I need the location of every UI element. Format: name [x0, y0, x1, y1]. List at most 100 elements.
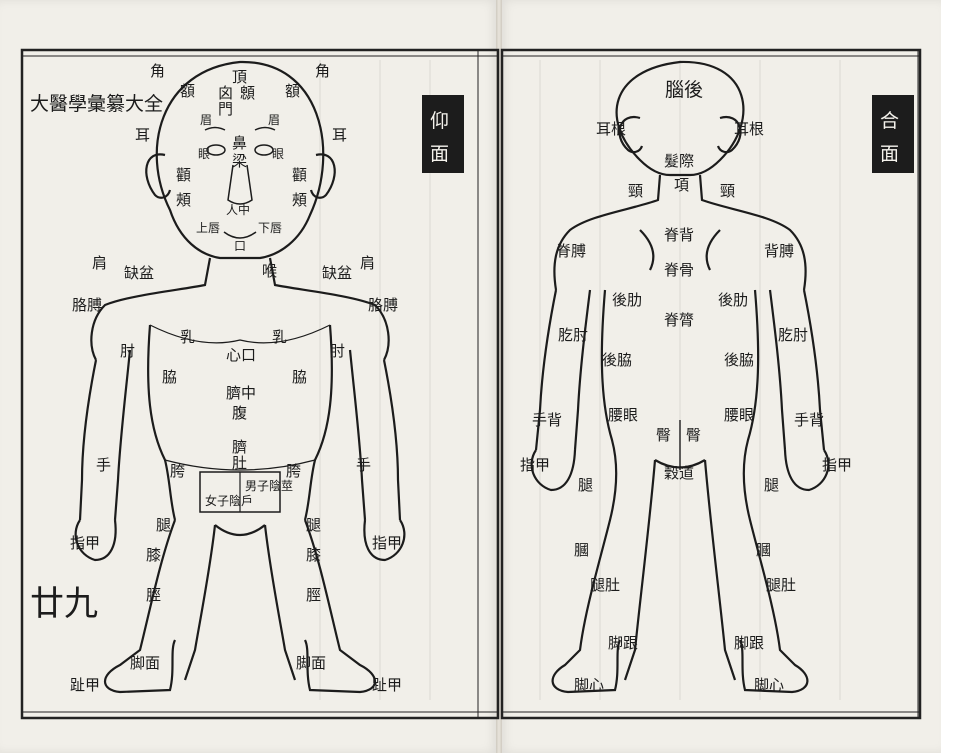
label-spine-bone: 脊骨: [664, 261, 694, 279]
front-view-title: 仰 面: [422, 95, 464, 173]
label-eye-left: 眼: [198, 147, 210, 161]
label-fingernail-back-left: 指甲: [520, 456, 550, 474]
label-philtrum: 人中: [226, 202, 250, 217]
label-sole-right: 脚心: [754, 676, 784, 694]
label-corner-left: 角: [150, 62, 165, 80]
svg-text:仰: 仰: [430, 110, 449, 132]
label-eye-right: 眼: [272, 147, 284, 161]
label-cheek-left: 頰: [176, 191, 191, 209]
label-hairline: 髮際: [664, 152, 694, 170]
label-neck-left: 頸: [628, 182, 643, 200]
label-back-flank-right: 後脇: [724, 351, 754, 369]
label-heel-right: 脚跟: [734, 634, 764, 652]
label-buttock-left: 臀: [656, 426, 671, 444]
label-fingernail-left: 指甲: [70, 534, 100, 552]
label-abdomen: 腹: [232, 404, 247, 422]
label-brow-left: 眉: [200, 113, 212, 127]
label-toenail-right: 趾甲: [372, 676, 402, 694]
back-view-title: 合 面: [872, 95, 914, 173]
label-leg-back-left: 腿: [578, 476, 593, 494]
label-elbow-right: 肘: [330, 342, 345, 360]
label-anus: 穀道: [664, 464, 694, 482]
label-upper-arm-right: 胳膊: [368, 296, 398, 314]
label-bridge: 梁: [232, 152, 247, 170]
label-navel-center: 臍中: [226, 384, 256, 402]
label-nape: 項: [674, 176, 689, 194]
label-cheek-right: 頰: [292, 191, 307, 209]
label-upper-arm-left: 胳膊: [72, 296, 102, 314]
label-flank-left: 脇: [162, 368, 177, 386]
label-supraclavicular-left: 缺盆: [124, 264, 154, 282]
label-mouth: 口: [234, 239, 246, 253]
label-elbow-back-left: 肐肘: [558, 326, 588, 344]
label-genital-box-1: 男子陰莖: [245, 479, 293, 493]
label-heart-pit: 心口: [226, 346, 256, 364]
label-neck-right: 頸: [720, 182, 735, 200]
back-view-labels: 腦後 耳根 耳根 髮際 項 頸 頸 脊膊 背膊 脊背 脊骨 後肋 後肋 脊膂 肐…: [520, 79, 852, 694]
label-throat: 喉: [262, 262, 277, 280]
label-instep-right: 脚面: [296, 654, 326, 672]
label-hip-right: 胯: [286, 462, 301, 480]
label-lower-lip: 下唇: [258, 221, 282, 235]
svg-text:合: 合: [880, 110, 899, 132]
label-shoulder-left: 肩: [92, 254, 107, 272]
label-fingernail-right: 指甲: [372, 534, 402, 552]
label-knee-right: 膝: [306, 546, 321, 564]
label-ear-root-right: 耳根: [734, 120, 764, 138]
label-thigh-right: 腿: [306, 516, 321, 534]
margin-page-number: 廿九: [30, 584, 98, 624]
svg-text:面: 面: [430, 143, 449, 165]
label-heel-left: 脚跟: [608, 634, 638, 652]
label-leg-back-right: 腿: [764, 476, 779, 494]
label-back-of-head: 腦後: [665, 79, 703, 101]
label-popliteal-left: 膕: [574, 541, 589, 559]
label-forehead-right: 額: [285, 82, 300, 100]
label-lumbar-left: 腰眼: [608, 406, 638, 424]
label-toenail-left: 趾甲: [70, 676, 100, 694]
label-genital-box-2: 女子陰戶: [205, 493, 253, 508]
label-spine-back: 脊背: [664, 226, 694, 244]
label-back-rib-right: 後肋: [718, 291, 748, 309]
label-cheekbone-right: 顴: [292, 166, 307, 184]
label-cheekbone-left: 顴: [176, 166, 191, 184]
label-buttock-right: 臀: [686, 426, 701, 444]
label-fingernail-back-right: 指甲: [822, 456, 852, 474]
label-back-shoulder-left: 脊膊: [556, 242, 586, 260]
label-ear-right: 耳: [332, 126, 347, 144]
label-hip-left: 胯: [170, 462, 185, 480]
label-belly: 肚: [232, 454, 247, 472]
label-nipple-left: 乳: [180, 328, 195, 346]
label-knee-left: 膝: [146, 546, 161, 564]
label-nao-top: 顖: [240, 84, 255, 102]
label-popliteal-right: 膕: [756, 541, 771, 559]
label-calf-left: 腿肚: [590, 576, 620, 594]
label-men: 門: [218, 100, 233, 118]
label-hand-right: 手: [356, 456, 371, 474]
label-back-shoulder-right: 背膊: [764, 242, 794, 260]
label-nose: 鼻: [232, 134, 247, 152]
label-shin-left: 脛: [146, 586, 161, 604]
label-nipple-right: 乳: [272, 328, 287, 346]
svg-text:面: 面: [880, 143, 899, 165]
label-thigh-left: 腿: [156, 516, 171, 534]
label-ear-root-left: 耳根: [596, 120, 626, 138]
label-elbow-left: 肘: [120, 342, 135, 360]
label-sole-left: 脚心: [574, 676, 604, 694]
label-shin-right: 脛: [306, 586, 321, 604]
label-back-of-hand-left: 手背: [532, 411, 562, 429]
label-supraclavicular-right: 缺盆: [322, 264, 352, 282]
label-elbow-back-right: 肐肘: [778, 326, 808, 344]
label-forehead-left: 額: [180, 82, 195, 100]
label-brow-right: 眉: [268, 113, 280, 127]
label-instep-left: 脚面: [130, 654, 160, 672]
label-back-of-hand-right: 手背: [794, 411, 824, 429]
label-hand-left: 手: [96, 456, 111, 474]
label-ear-left: 耳: [135, 126, 150, 144]
label-upper-lip: 上唇: [196, 221, 220, 235]
label-back-flank-left: 後脇: [602, 351, 632, 369]
label-lumbar-right: 腰眼: [724, 406, 754, 424]
label-flank-right: 脇: [292, 368, 307, 386]
label-back-rib-left: 後肋: [612, 291, 642, 309]
